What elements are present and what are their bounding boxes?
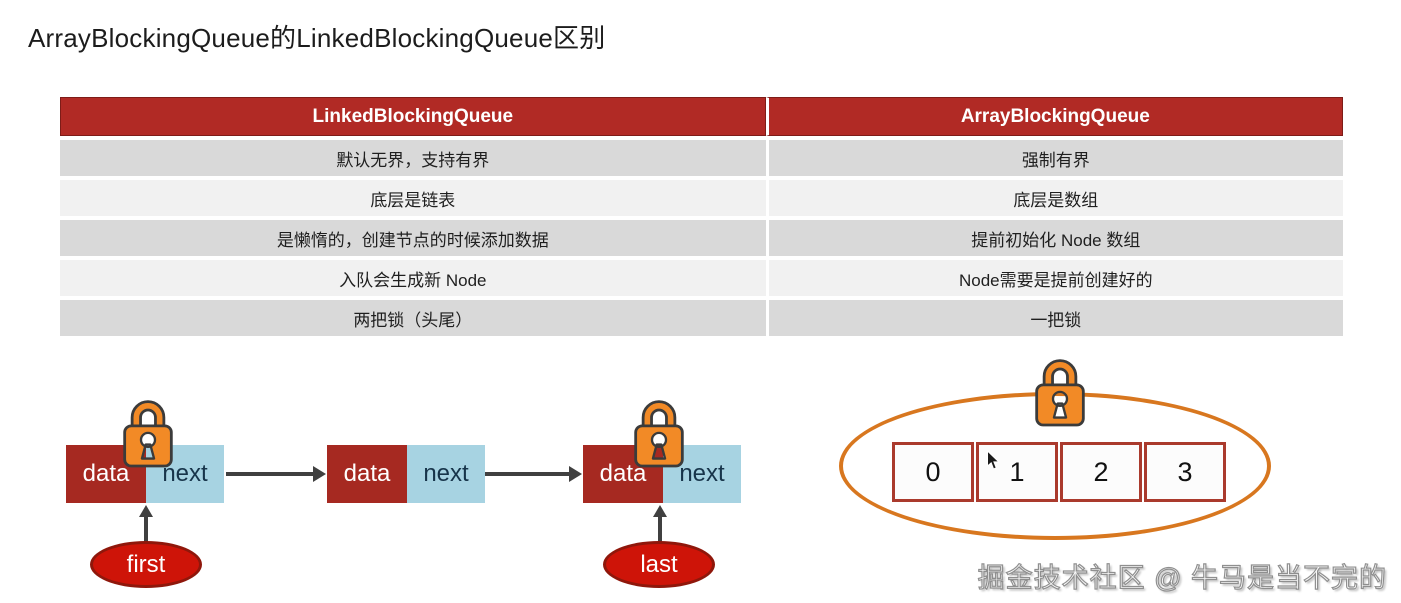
table-cell-left: 两把锁（头尾）	[60, 300, 766, 336]
table-row: 默认无界，支持有界 强制有界	[60, 140, 1343, 176]
lock-icon	[634, 400, 684, 468]
table-row: 入队会生成新 Node Node需要是提前创建好的	[60, 260, 1343, 296]
column-header-linkedblockingqueue: LinkedBlockingQueue	[60, 97, 766, 136]
table-cell-left: 是懒惰的，创建节点的时候添加数据	[60, 220, 766, 256]
last-label: last	[640, 550, 678, 578]
table-row: 是懒惰的，创建节点的时候添加数据 提前初始化 Node 数组	[60, 220, 1343, 256]
table-cell-left: 底层是链表	[60, 180, 766, 216]
table-cell-right: 强制有界	[765, 140, 1343, 176]
node-next-cell: next	[407, 445, 485, 503]
table-cell-left: 入队会生成新 Node	[60, 260, 766, 296]
lock-icon	[1035, 359, 1085, 427]
arrow-last-to-node	[652, 505, 668, 547]
watermark-text: 掘金技术社区 @ 牛马是当不完的	[977, 562, 1387, 593]
page-title: ArrayBlockingQueue的LinkedBlockingQueue区别	[28, 23, 606, 53]
comparison-table: LinkedBlockingQueue ArrayBlockingQueue 默…	[60, 93, 1343, 340]
table-row: 底层是链表 底层是数组	[60, 180, 1343, 216]
arrow-first-to-node	[138, 505, 154, 547]
first-label: first	[126, 550, 166, 578]
table-cell-right: 一把锁	[765, 300, 1343, 336]
table-cell-right: 提前初始化 Node 数组	[765, 220, 1343, 256]
linked-list-node-2: data next	[327, 445, 485, 503]
array-cell-1: 1	[976, 442, 1058, 502]
arrow-line	[485, 472, 569, 476]
column-header-arrayblockingqueue: ArrayBlockingQueue	[765, 97, 1343, 136]
table-cell-left: 默认无界，支持有界	[60, 140, 766, 176]
array-cells: 0 1 2 3	[892, 442, 1226, 502]
arrow-head-icon	[569, 466, 582, 482]
table-cell-right: Node需要是提前创建好的	[765, 260, 1343, 296]
arrow-line	[226, 472, 313, 476]
table-header-row: LinkedBlockingQueue ArrayBlockingQueue	[60, 97, 1343, 136]
arrow-node1-to-node2	[226, 466, 326, 482]
lock-icon	[123, 400, 173, 468]
arrow-head-icon	[313, 466, 326, 482]
last-pointer-ellipse: last	[603, 541, 715, 588]
arrow-node2-to-node3	[485, 466, 582, 482]
node-data-cell: data	[327, 445, 407, 503]
arrow-head-icon	[653, 505, 667, 517]
first-pointer-ellipse: first	[90, 541, 202, 588]
table-row: 两把锁（头尾） 一把锁	[60, 300, 1343, 336]
mouse-cursor-icon	[987, 450, 1001, 470]
arrow-line	[144, 517, 148, 547]
node-data-cell: data	[583, 445, 663, 503]
arrow-line	[658, 517, 662, 547]
array-cell-2: 2	[1060, 442, 1142, 502]
arrow-head-icon	[139, 505, 153, 517]
array-cell-3: 3	[1144, 442, 1226, 502]
table-cell-right: 底层是数组	[765, 180, 1343, 216]
array-cell-0: 0	[892, 442, 974, 502]
